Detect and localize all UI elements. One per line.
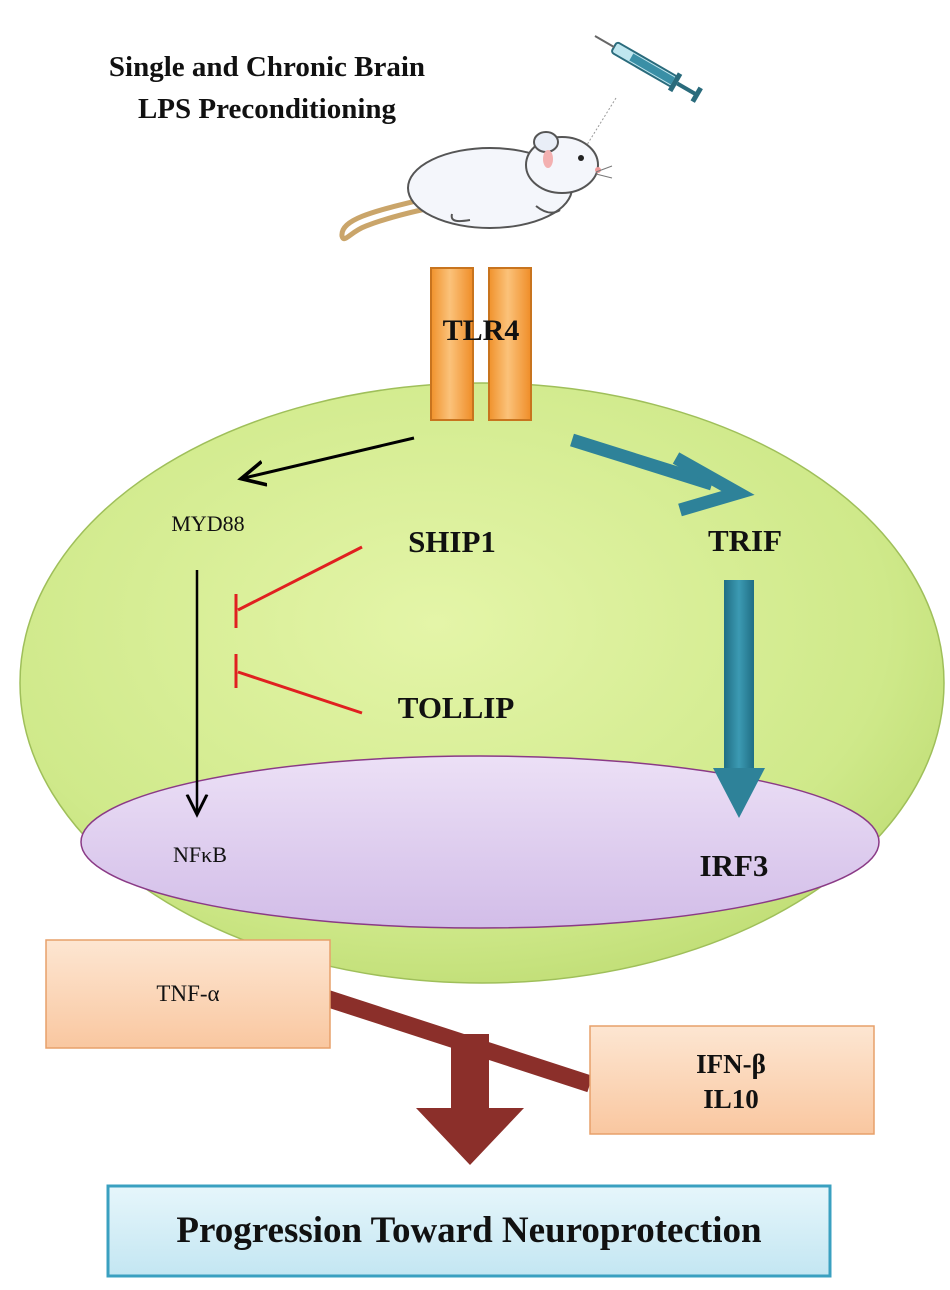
nucleus <box>80 755 880 929</box>
outcome-box <box>106 1184 832 1278</box>
nfkb-label: NFκB <box>173 842 227 867</box>
title-line-2: LPS Preconditioning <box>138 93 397 125</box>
tlr4-label: TLR4 <box>443 314 520 347</box>
irf3-label: IRF3 <box>700 848 769 883</box>
trif-label: TRIF <box>708 523 782 558</box>
ship1-label: SHIP1 <box>408 524 496 559</box>
title-line-1: Single and Chronic Brain <box>109 51 425 83</box>
tlr4-to-myd88-arrow <box>244 436 415 478</box>
trif-to-irf3-arrow <box>713 580 765 818</box>
outcome-label: Progression Toward Neuroprotection <box>176 1210 762 1251</box>
mouse-icon <box>339 131 613 242</box>
myd88-label: MYD88 <box>171 511 244 536</box>
syringe-icon <box>594 35 703 103</box>
tlr4-receptor <box>430 267 532 421</box>
ship1-inhibition <box>234 545 363 628</box>
tollip-label: TOLLIP <box>398 690 515 725</box>
tollip-inhibition <box>234 654 363 715</box>
ifn-il10-box <box>589 1025 875 1135</box>
tlr4-to-trif-arrow <box>570 433 755 517</box>
tnf-alpha-box <box>45 939 331 1049</box>
il10-label: IL10 <box>703 1084 759 1114</box>
ifn-beta-label: IFN-β <box>696 1049 766 1079</box>
tnf-alpha-label: TNF-α <box>156 981 219 1006</box>
balance-indicator <box>323 989 593 1165</box>
injection-path <box>584 97 617 149</box>
